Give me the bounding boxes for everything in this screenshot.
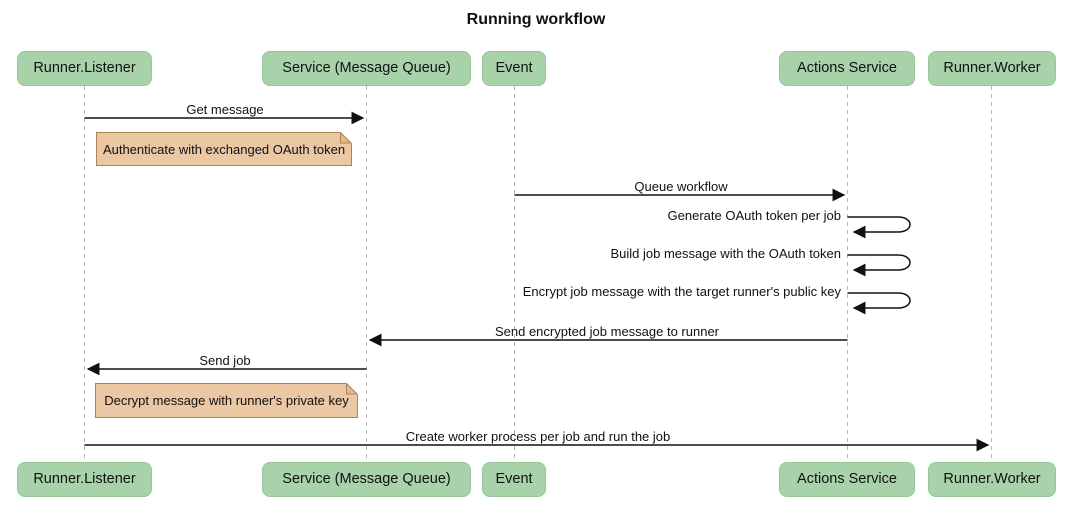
selfloop-encrypt-job-message bbox=[847, 292, 911, 315]
message-label-create-worker-process: Create worker process per job and run th… bbox=[405, 429, 671, 444]
selfloop-build-job-message bbox=[847, 254, 911, 277]
lifelines bbox=[84, 86, 992, 462]
note-authenticate-oauth-text: Authenticate with exchanged OAuth token bbox=[102, 141, 346, 157]
note-authenticate-oauth: Authenticate with exchanged OAuth token bbox=[96, 132, 352, 166]
participant-service-message-queue-top: Service (Message Queue) bbox=[262, 51, 471, 86]
message-arrows bbox=[84, 111, 990, 452]
note-decrypt-private-key: Decrypt message with runner's private ke… bbox=[95, 383, 358, 418]
participant-event-top: Event bbox=[482, 51, 546, 86]
participant-actions-service-bottom: Actions Service bbox=[779, 462, 915, 497]
participant-runner-worker-bottom: Runner.Worker bbox=[928, 462, 1056, 497]
message-label-generate-oauth-token: Generate OAuth token per job bbox=[667, 208, 841, 223]
message-label-queue-workflow: Queue workflow bbox=[634, 179, 728, 194]
participant-event-bottom: Event bbox=[482, 462, 546, 497]
participant-service-message-queue-bottom: Service (Message Queue) bbox=[262, 462, 471, 497]
note-fold-icon bbox=[346, 383, 358, 395]
participant-runner-listener-top: Runner.Listener bbox=[17, 51, 152, 86]
diagram-title: Running workflow bbox=[466, 11, 606, 28]
participant-actions-service-top: Actions Service bbox=[779, 51, 915, 86]
participant-runner-worker-top: Runner.Worker bbox=[928, 51, 1056, 86]
participant-runner-listener-bottom: Runner.Listener bbox=[17, 462, 152, 497]
message-label-send-encrypted-job-message: Send encrypted job message to runner bbox=[494, 324, 720, 339]
message-label-build-job-message: Build job message with the OAuth token bbox=[610, 246, 841, 261]
message-label-encrypt-job-message: Encrypt job message with the target runn… bbox=[522, 284, 841, 299]
selfloop-generate-oauth-token bbox=[847, 216, 911, 239]
note-fold-icon bbox=[340, 132, 352, 144]
note-decrypt-private-key-text: Decrypt message with runner's private ke… bbox=[104, 393, 349, 408]
message-label-send-job: Send job bbox=[199, 353, 251, 368]
message-label-get-message: Get message bbox=[186, 102, 264, 117]
